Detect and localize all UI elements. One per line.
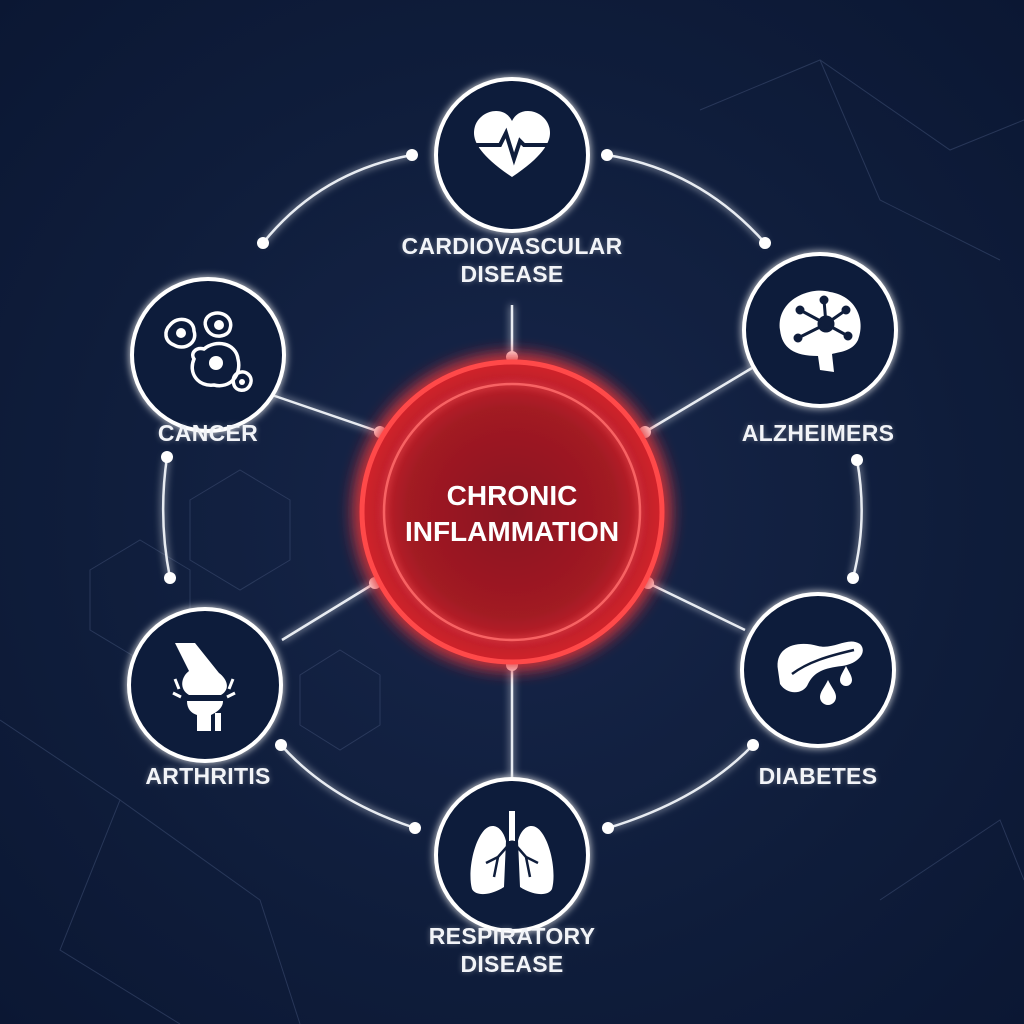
connector-dot [847, 572, 859, 584]
connector-dots [161, 149, 863, 834]
connector-dot [602, 822, 614, 834]
brain-network-icon [779, 290, 861, 372]
outer-arc [161, 456, 172, 579]
center-label-line1: CHRONIC [446, 480, 578, 511]
connector-dot [759, 237, 771, 249]
center-circle[interactable] [359, 359, 665, 665]
node-respiratory[interactable] [434, 777, 590, 933]
spoke-line [271, 393, 381, 434]
node-cardiovascular[interactable] [434, 77, 590, 233]
lungs-icon [470, 811, 554, 895]
spoke-line [647, 581, 746, 632]
pancreas-drop-icon [777, 641, 863, 705]
outer-arc [262, 153, 413, 244]
label-line: DIABETES [758, 763, 878, 789]
label-line: DISEASE [460, 951, 564, 977]
label-line: ALZHEIMERS [741, 420, 895, 446]
node-circle [434, 777, 590, 933]
label-line: RESPIRATORY [428, 923, 596, 949]
label-arthritis: ARTHRITIS [145, 762, 270, 790]
label-cancer: CANCER [158, 419, 258, 447]
label-line: ARTHRITIS [145, 763, 271, 789]
label-line: CARDIOVASCULAR [401, 233, 623, 259]
center-label: CHRONIC INFLAMMATION [405, 478, 619, 550]
label-line: CANCER [157, 420, 259, 446]
connector-dot [275, 739, 287, 751]
node-circle [130, 277, 286, 433]
label-alzheimers: ALZHEIMERS [742, 419, 895, 447]
connector-dot [161, 451, 173, 463]
connector-dot [851, 454, 863, 466]
connector-lines [161, 153, 863, 830]
outer-arc [607, 744, 754, 830]
outer-arc [280, 744, 416, 830]
center-label-line2: INFLAMMATION [404, 516, 620, 547]
connector-dot [164, 572, 176, 584]
connector-dot [601, 149, 613, 161]
cancer-cells-icon [164, 311, 253, 392]
spoke-line [281, 581, 376, 642]
node-cancer[interactable] [130, 277, 286, 433]
knee-joint-icon [172, 643, 236, 731]
label-diabetes: DIABETES [759, 762, 878, 790]
node-diabetes[interactable] [740, 592, 896, 748]
node-arthritis[interactable] [127, 607, 283, 763]
outer-arc [851, 459, 863, 579]
connector-dot [257, 237, 269, 249]
node-alzheimers[interactable] [742, 252, 898, 408]
label-line: DISEASE [460, 261, 564, 287]
spoke-line [644, 366, 753, 434]
heart-ecg-icon [474, 111, 550, 177]
connector-dot [409, 822, 421, 834]
connector-dot [747, 739, 759, 751]
outer-arc [606, 153, 766, 244]
connector-dot [406, 149, 418, 161]
